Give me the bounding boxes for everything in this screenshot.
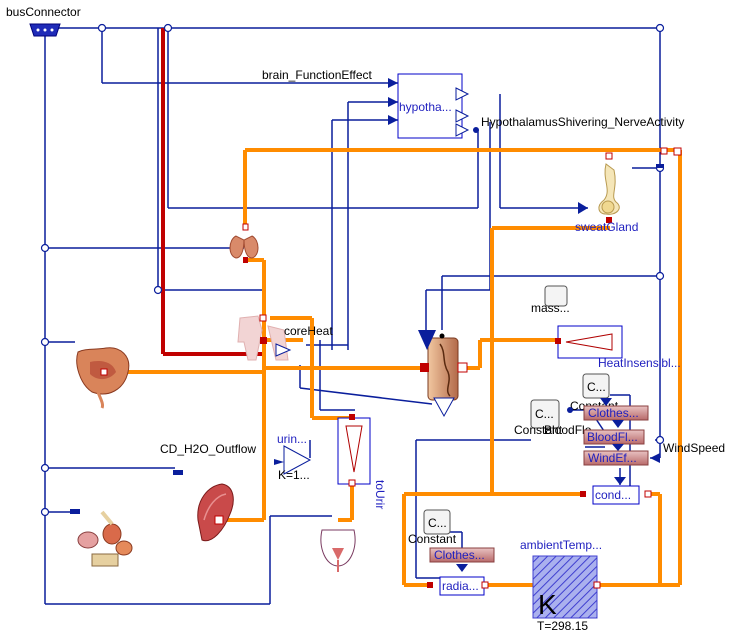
sweat-gland[interactable]: sweatGland	[575, 152, 638, 234]
body-core[interactable]: coreHeat	[237, 314, 333, 361]
heat-insensible-block[interactable]: HeatInsensibl...	[555, 325, 681, 370]
clothes-1-label: Clothes...	[588, 406, 639, 420]
urine-label: urin...	[277, 432, 307, 446]
constant-2-overlap: BloodFlo	[544, 423, 592, 437]
radiation-block[interactable]: radia...	[427, 576, 489, 596]
constant-block-2[interactable]: C... Constant BloodFlo	[514, 399, 592, 437]
hypothalamus-label: hypotha...	[399, 100, 452, 114]
left-port	[70, 509, 80, 514]
bus-connector[interactable]: busConnector	[6, 5, 81, 37]
to-urine-block[interactable]: toUrir	[337, 414, 387, 509]
heat-lines	[104, 148, 682, 587]
intestine-icon[interactable]	[76, 347, 130, 409]
bloodflow-block[interactable]: BloodFl...	[583, 429, 645, 445]
port-markers-right	[656, 147, 682, 168]
ambient-temp-label: ambientTemp...	[520, 538, 602, 552]
urine-gain-block[interactable]: urin... K=1...	[274, 432, 312, 482]
core-heat-label: coreHeat	[284, 324, 333, 338]
constant-block-3[interactable]: C... Constant	[408, 509, 457, 546]
to-urine-label: toUrir	[373, 480, 387, 509]
muscle-icon[interactable]	[197, 483, 234, 542]
red-lines	[161, 28, 262, 356]
gain-label: K=1...	[278, 468, 310, 482]
bus-junctions	[40, 23, 665, 517]
heat-insensible-label: HeatInsensibl...	[598, 356, 681, 370]
other-tissue-icon[interactable]	[77, 510, 133, 567]
bloodflow-label: BloodFl...	[587, 430, 638, 444]
windeffect-label: WindEf...	[588, 451, 637, 465]
bladder-icon[interactable]	[320, 529, 356, 572]
conduction-label: cond...	[595, 488, 631, 502]
clothes-block-1[interactable]: Clothes...	[583, 405, 649, 421]
windeffect-block[interactable]: WindEf...	[583, 450, 660, 466]
clothes-2-label: Clothes...	[434, 548, 485, 562]
shivering-label: HypothalamusShivering_NerveActivity	[481, 115, 684, 129]
cd-h2o-port	[173, 470, 183, 475]
radiation-label: radia...	[442, 579, 479, 593]
bus-connector-label: busConnector	[6, 5, 81, 19]
constant-1-value: C...	[587, 380, 606, 394]
windspeed-label: WindSpeed	[663, 441, 725, 455]
constant-3-value: C...	[428, 516, 447, 530]
flow-arrows-right	[600, 398, 626, 485]
brain-function-label: brain_FunctionEffect	[262, 68, 373, 82]
mass-block[interactable]: mass...	[531, 285, 570, 315]
ambient-value-label: T=298.15	[537, 619, 588, 633]
cd-h2o-label: CD_H2O_Outflow	[160, 442, 256, 456]
ambient-temperature-block[interactable]: ambientTemp... K T=298.15	[520, 538, 602, 633]
lungs-icon[interactable]	[229, 223, 259, 263]
shivering-junction	[473, 127, 479, 133]
skin-icon[interactable]	[418, 330, 468, 418]
ambient-k-label: K	[538, 589, 557, 620]
constant-2-value: C...	[535, 407, 554, 421]
sweat-gland-label: sweatGland	[575, 220, 638, 234]
conduction-block[interactable]: cond...	[580, 485, 652, 505]
mass-label: mass...	[531, 301, 570, 315]
constant-2-label: Constant	[514, 423, 563, 437]
clothes-block-2[interactable]: Clothes...	[429, 547, 495, 572]
constant-3-label: Constant	[408, 532, 457, 546]
hypothalamus-block[interactable]: hypotha...	[388, 73, 470, 139]
